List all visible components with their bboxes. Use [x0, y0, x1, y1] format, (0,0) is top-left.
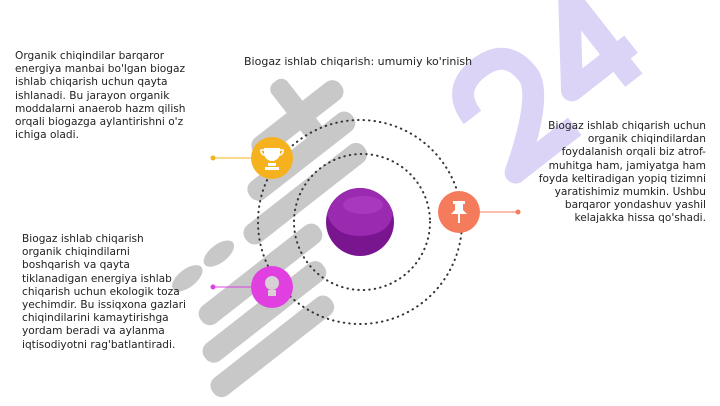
text-block-organic: Organik chiqindilar barqaror energiya ma… [15, 50, 186, 142]
trophy-icon [251, 137, 293, 179]
connector-pin [480, 209, 521, 215]
inner-orbit [293, 153, 431, 291]
sphere [326, 188, 394, 256]
pushpin-icon [438, 191, 480, 233]
text-block-benefits: Biogaz ishlab chiqarish uchun organik ch… [538, 120, 706, 225]
lightbulb-icon [251, 266, 293, 308]
watermark-24-shape [452, 0, 643, 184]
connector-bulb [210, 284, 251, 290]
page-title: Biogaz ishlab chiqarish: umumiy ko'rinis… [244, 55, 473, 68]
connector-trophy [210, 155, 251, 161]
text-block-ecology: Biogaz ishlab chiqarish organik chiqindi… [22, 233, 186, 351]
